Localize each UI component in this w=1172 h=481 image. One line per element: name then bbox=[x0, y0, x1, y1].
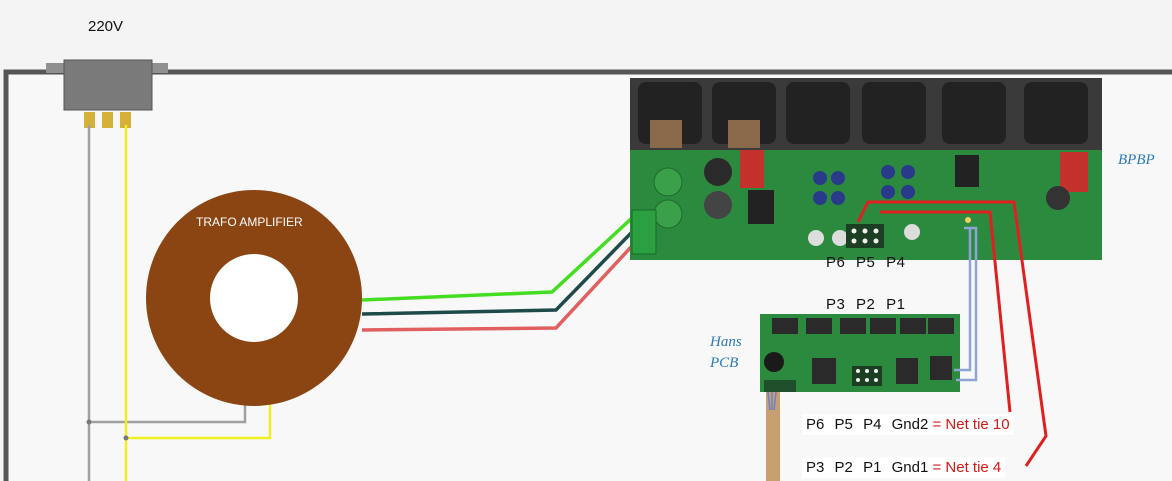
pin-label: P5 bbox=[834, 416, 853, 433]
net-tie-pad bbox=[965, 217, 971, 223]
mains-inlet-lug-1 bbox=[84, 112, 95, 128]
wire-green bbox=[361, 216, 634, 302]
net-tie-4-wire bbox=[880, 210, 1012, 413]
transformer-label: TRAFO AMPLIFIER bbox=[196, 215, 303, 229]
wire-junction-yellow bbox=[123, 435, 129, 441]
net-tie-row: P3 P2 P1 Gnd1 = Net tie 4 bbox=[802, 457, 1006, 478]
mains-inlet-body bbox=[63, 59, 153, 111]
wire-junction-grey bbox=[86, 419, 92, 425]
bpbp-board bbox=[630, 78, 1102, 260]
mains-inlet-lug-3 bbox=[120, 112, 131, 128]
pin-label: P4 bbox=[863, 416, 882, 433]
chassis-outline bbox=[3, 69, 1172, 481]
wire-blue bbox=[954, 226, 978, 382]
bpbp-pin-header-pins bbox=[851, 228, 879, 244]
equals-sign: = bbox=[932, 459, 942, 476]
pin-label: P6 bbox=[806, 416, 825, 433]
bpbp-header-pin-labels: P6 P5 P4 bbox=[826, 254, 911, 271]
mains-wire-yellow bbox=[124, 125, 272, 481]
pin-label: P2 bbox=[834, 459, 853, 476]
ribbon-cable-wires bbox=[767, 391, 777, 411]
hans-pcb-label-line-2: PCB bbox=[710, 355, 739, 371]
pin-label: P3 bbox=[826, 296, 846, 313]
hans-header-pin-labels: P3 P2 P1 bbox=[826, 296, 911, 313]
mains-voltage-label: 220V bbox=[88, 18, 124, 35]
pin-label: Gnd1 bbox=[891, 459, 929, 476]
pin-label: P5 bbox=[856, 254, 876, 271]
bpbp-board-label: BPBP bbox=[1118, 152, 1155, 168]
pin-label: P4 bbox=[886, 254, 906, 271]
equals-sign: = bbox=[932, 416, 942, 433]
pin-label: P2 bbox=[856, 296, 876, 313]
ribbon-cable bbox=[766, 392, 780, 481]
mains-inlet-lug-2 bbox=[102, 112, 113, 128]
hans-pin-header-pins bbox=[856, 369, 878, 382]
wire-black bbox=[361, 230, 634, 316]
pin-label: P3 bbox=[806, 459, 825, 476]
toroidal-transformer-hole bbox=[210, 254, 298, 342]
hans-pcb-label-line-1: Hans bbox=[710, 334, 742, 350]
wire-red bbox=[361, 244, 634, 332]
net-tie-row: P6 P5 P4 Gnd2 = Net tie 10 bbox=[802, 414, 1014, 435]
net-tie-name: Net tie 10 bbox=[945, 416, 1010, 433]
net-tie-10-wire bbox=[856, 200, 1048, 467]
pin-label: P1 bbox=[863, 459, 882, 476]
pin-label: P6 bbox=[826, 254, 846, 271]
net-tie-name: Net tie 4 bbox=[945, 459, 1002, 476]
pin-label: Gnd2 bbox=[891, 416, 929, 433]
pin-label: P1 bbox=[886, 296, 906, 313]
hans-pcb-label: Hans PCB bbox=[710, 332, 742, 374]
bpbp-pin-header bbox=[846, 224, 884, 248]
